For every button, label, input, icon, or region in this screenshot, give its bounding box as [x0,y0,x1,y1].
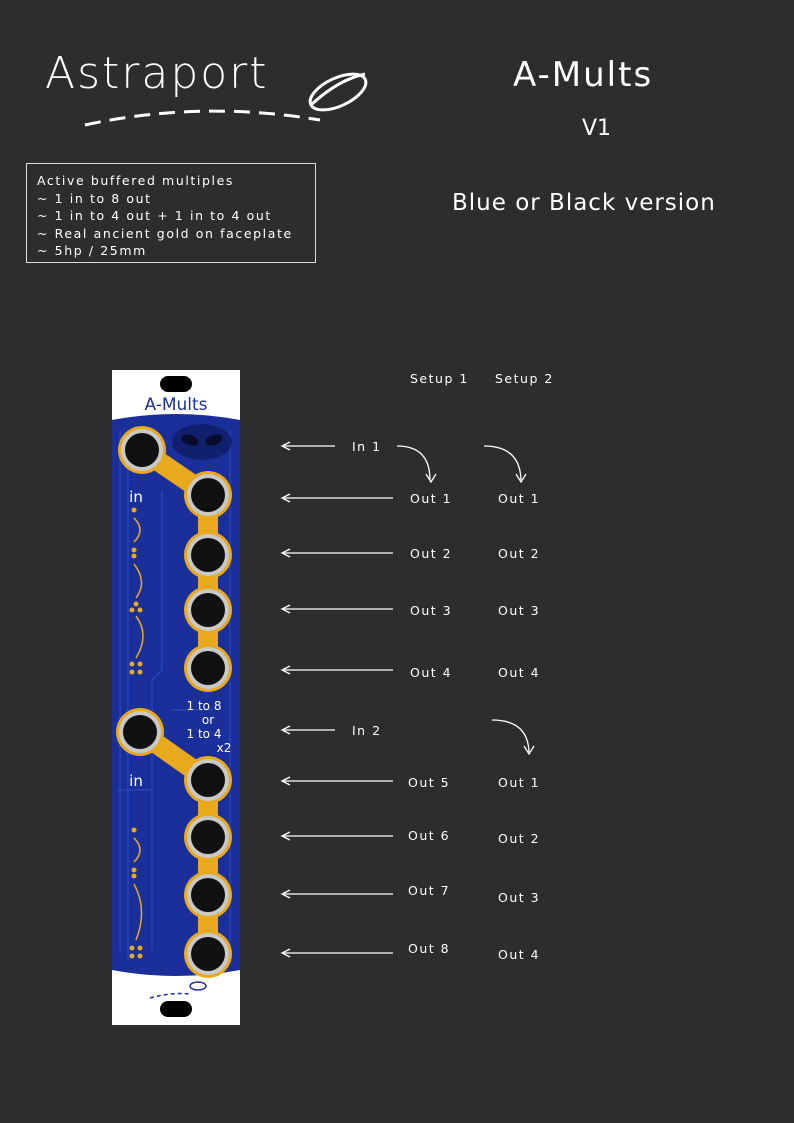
setup2-port-label: Out 1 [498,491,541,506]
output-jack[interactable] [184,871,232,919]
setup2-port-label: Out 4 [498,665,541,680]
output-jack[interactable] [184,531,232,579]
arrowhead [280,604,291,614]
output-jack[interactable] [184,813,232,861]
panel-name: A-Mults [144,395,207,415]
feature-line: ~ Real ancient gold on faceplate [37,225,293,241]
mode-line: x2 [217,741,232,755]
setup2-port-label: Out 4 [498,947,541,962]
arrowhead [280,548,291,558]
setup1-port-label: Out 2 [410,546,453,561]
input-jack[interactable] [116,708,164,756]
saucer-icon [149,981,207,999]
setup1-port-label: Out 6 [408,828,451,843]
arrowhead [280,493,291,503]
mount-hole [160,376,192,392]
version-label: V1 [582,116,612,141]
saucer-logo-icon [84,72,368,127]
mode-line: or [202,713,214,727]
output-jack[interactable] [184,930,232,978]
setup2-heading: Setup 2 [495,371,554,386]
setup1-port-label: Out 1 [410,491,453,506]
in-label-1: in [129,488,143,506]
output-jack[interactable] [184,756,232,804]
product-title: A-Mults [513,55,654,95]
setup1-port-label: In 1 [352,439,382,454]
arrowhead [280,831,291,841]
setup2-port-label: Out 2 [498,831,541,846]
feature-line: ~ 1 in to 8 out [37,190,152,206]
route-arrow [491,719,530,753]
arrowhead [523,745,535,756]
mode-line: 1 to 4 [187,727,222,741]
setup2-port-label: Out 3 [498,890,541,905]
setup1-port-label: Out 3 [410,603,453,618]
route-arrow [396,445,431,481]
mount-hole [160,1001,192,1017]
input-jack[interactable] [118,426,166,474]
arrowhead [280,776,291,786]
arrowhead [280,665,291,675]
setup1-port-label: Out 5 [408,775,451,790]
feature-line: ~ 1 in to 4 out + 1 in to 4 out [37,208,272,223]
in-label-2: in [129,772,143,790]
setup2-port-label: Out 2 [498,546,541,561]
module-faceplate: A-Mults in in 1 to 8 or [112,370,240,1025]
setup1-port-label: Out 4 [410,665,453,680]
arrowhead [280,441,291,451]
output-jack[interactable] [184,644,232,692]
setup1-port-label: Out 8 [408,941,451,956]
feature-line: Active buffered multiples [37,173,235,188]
setup2-port-label: Out 3 [498,603,541,618]
arrowhead [280,889,291,899]
output-jack[interactable] [184,586,232,634]
setup1-port-label: In 2 [352,723,382,738]
route-arrow [483,445,522,481]
brand-logo-text: Astraport [45,48,269,99]
arrowhead [515,473,527,484]
output-jack[interactable] [184,471,232,519]
feature-line: ~ 5hp / 25mm [37,243,147,258]
mode-line: 1 to 8 [187,699,222,713]
setup1-heading: Setup 1 [410,371,469,386]
setup1-port-label: Out 7 [408,883,451,898]
arrowhead [280,948,291,958]
setup2-port-label: Out 1 [498,775,541,790]
arrowhead [280,725,291,735]
features-box: Active buffered multiples ~ 1 in to 8 ou… [26,163,316,263]
alien-face-icon [172,424,232,460]
arrowhead [425,473,437,484]
variant-label: Blue or Black version [452,190,716,216]
